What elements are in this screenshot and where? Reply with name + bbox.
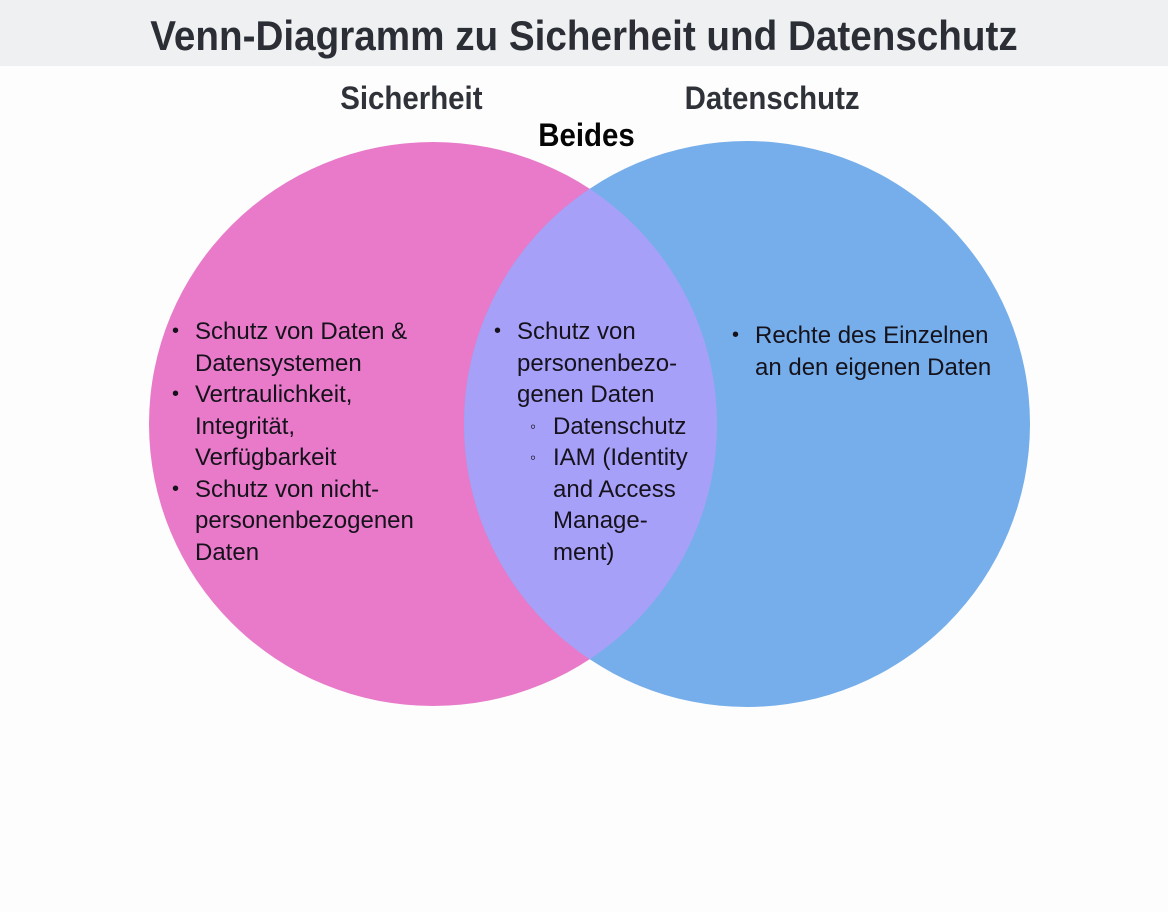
- item-line: an den eigenen Daten: [755, 353, 992, 381]
- item-line: ment): [553, 538, 615, 566]
- intersection-area: [464, 142, 717, 706]
- item-line: Schutz von: [517, 318, 636, 345]
- bullet-icon: •: [172, 477, 180, 500]
- sub-bullet-icon: ◦: [530, 416, 537, 436]
- datenschutz-items: • Rechte des Einzelnen an den eigenen Da…: [732, 320, 1032, 383]
- bullet-icon: •: [494, 320, 502, 342]
- list-item: • Schutz von Daten & Datensystemen: [172, 316, 462, 379]
- list-item: • Rechte des Einzelnen an den eigenen Da…: [732, 320, 1032, 383]
- item-line: Daten: [195, 538, 260, 566]
- item-line: Vertraulichkeit,: [195, 381, 353, 408]
- sub-list-item: ◦ IAM (Identity and Access Manage- ment): [494, 442, 724, 568]
- beides-items: • Schutz von personenbezo- genen Daten ◦…: [494, 316, 724, 568]
- item-line: and Access: [553, 475, 676, 503]
- sub-list-item: ◦ Datenschutz: [494, 411, 724, 443]
- item-line: Verfügbarkeit: [195, 444, 337, 471]
- bullet-icon: •: [732, 324, 740, 346]
- list-item: • Vertraulichkeit, Integrität, Verfügbar…: [172, 379, 462, 474]
- item-line: Integrität,: [195, 412, 296, 440]
- set-label-beides: Beides: [538, 117, 635, 153]
- list-item: • Schutz von personenbezo- genen Daten: [494, 316, 724, 411]
- item-line: Datenschutz: [553, 412, 687, 440]
- item-line: personenbezo-: [517, 349, 678, 377]
- bullet-icon: •: [172, 320, 180, 342]
- title-band: Venn-Diagramm zu Sicherheit und Datensch…: [0, 0, 1168, 66]
- sub-bullet-icon: ◦: [530, 448, 537, 467]
- page-title: Venn-Diagramm zu Sicherheit und Datensch…: [150, 12, 1018, 59]
- item-line: Schutz von nicht-: [195, 475, 380, 503]
- set-label-datenschutz: Datenschutz: [684, 80, 860, 116]
- item-line: IAM (Identity: [553, 444, 688, 471]
- item-line: personenbezogenen: [195, 507, 414, 534]
- list-item: • Schutz von nicht- personenbezogenen Da…: [172, 474, 462, 569]
- sicherheit-items: • Schutz von Daten & Datensystemen • Ver…: [172, 316, 462, 568]
- item-line: Rechte des Einzelnen: [755, 322, 989, 349]
- item-line: Datensystemen: [195, 349, 362, 377]
- bullet-icon: •: [172, 383, 180, 405]
- item-line: genen Daten: [517, 381, 655, 408]
- item-line: Manage-: [553, 507, 648, 534]
- set-label-sicherheit: Sicherheit: [340, 80, 483, 116]
- item-line: Schutz von Daten &: [195, 318, 408, 345]
